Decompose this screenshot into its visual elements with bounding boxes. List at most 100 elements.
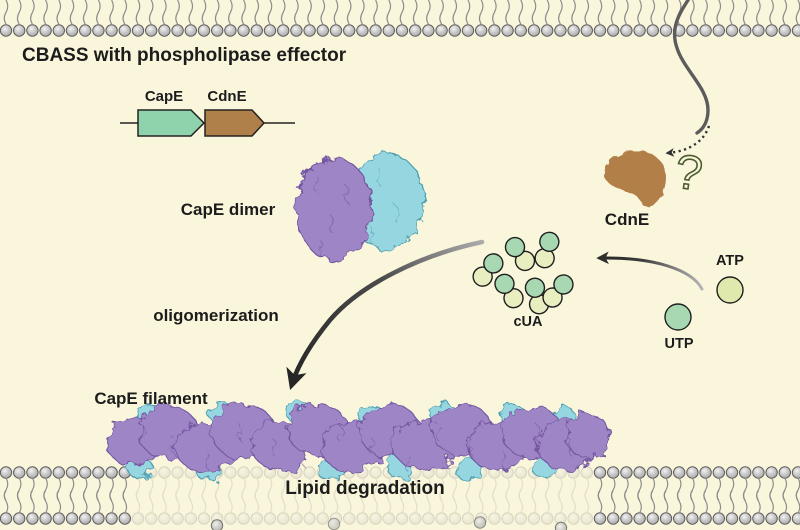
lipid-head — [369, 24, 382, 37]
lipid-head — [237, 24, 250, 37]
lipid-pair — [659, 466, 673, 525]
cdne-gene-arrow — [204, 109, 266, 137]
lipid-head — [633, 512, 646, 525]
lipid-head — [13, 512, 26, 525]
lipid-head — [699, 24, 712, 37]
degraded-lipid-heads — [210, 516, 568, 530]
lipid-tail — [373, 0, 378, 25]
lipid-head — [0, 512, 13, 525]
lipid-tail — [162, 0, 167, 25]
lipid-head — [79, 24, 92, 37]
lipid-head — [65, 466, 79, 479]
lipid-head — [26, 512, 39, 525]
lipid-head — [607, 24, 620, 37]
lipid-tail — [96, 0, 101, 25]
cua-dimer — [542, 274, 574, 308]
lipid-tail — [544, 490, 550, 514]
lipid-head — [501, 24, 514, 37]
lipid-pair — [39, 466, 52, 525]
lipid-pair — [725, 466, 739, 525]
lipid-pair — [65, 466, 79, 525]
lipid-head — [435, 24, 448, 37]
lipid-tail — [571, 0, 576, 25]
loose-lipid-head — [210, 519, 224, 530]
lipid-head — [448, 512, 461, 525]
lipid-head — [739, 24, 752, 37]
lipid-pair — [435, 466, 448, 525]
lipid-tail — [360, 0, 365, 25]
lipid-tail — [795, 490, 800, 514]
lipid-tail — [373, 477, 378, 501]
lipid-head — [791, 24, 800, 37]
lipid-pair — [765, 466, 778, 525]
filament-purple-subunit — [565, 413, 611, 459]
lipid-tail — [742, 0, 748, 25]
lipid-tail — [82, 490, 88, 514]
lipid-head — [26, 24, 39, 37]
lipid-tail — [399, 490, 405, 514]
atp-label: ATP — [716, 253, 744, 269]
cua-amp-circle — [539, 231, 560, 253]
lipid-tail — [544, 477, 550, 501]
lipid-tail — [676, 490, 682, 514]
lipid-head — [659, 466, 673, 479]
lipid-head — [527, 512, 541, 525]
lipid-tail — [188, 490, 194, 514]
lipid-head — [0, 466, 13, 479]
lipid-tail — [360, 490, 365, 514]
lipid-tail — [399, 0, 405, 25]
lipid-head — [356, 512, 369, 525]
lipid-tail — [122, 0, 128, 25]
lipid-tail — [162, 477, 167, 501]
figure-title: CBASS with phospholipase effector — [22, 45, 347, 66]
lipid-head — [277, 512, 290, 525]
cua-dimer — [504, 236, 536, 272]
lipid-tail — [426, 490, 431, 514]
lipid-tail — [742, 490, 748, 514]
lipid-tail — [650, 0, 656, 25]
lipid-tail — [280, 490, 286, 514]
lipid-head — [65, 24, 79, 37]
lipid-tail — [346, 0, 352, 25]
lipid-pair — [0, 466, 13, 525]
lipid-tail — [531, 490, 537, 514]
lipid-tail — [610, 490, 616, 514]
lipid-head — [620, 24, 633, 37]
lipid-tail — [492, 477, 497, 501]
lipid-tail — [465, 477, 471, 501]
lipid-head — [633, 24, 646, 37]
lipid-pair — [171, 466, 184, 525]
lipid-tail — [214, 477, 220, 501]
lipid-head — [422, 512, 435, 525]
lipid-head — [237, 512, 250, 525]
gene-map — [120, 109, 295, 137]
lipid-tail — [439, 0, 444, 25]
lipid-tail — [478, 0, 484, 25]
lipid-tail — [175, 0, 180, 25]
surface-texture — [370, 227, 376, 247]
lipid-head — [92, 24, 105, 37]
lipid-tail — [188, 0, 194, 25]
lipid-head — [659, 512, 673, 525]
lipid-head — [607, 512, 620, 525]
lipid-tail — [637, 490, 642, 514]
lipid-head — [197, 24, 211, 37]
lipid-head — [765, 466, 778, 479]
lipid-tail — [241, 477, 246, 501]
oligomerization-arrow — [286, 239, 485, 391]
loose-lipid-head — [473, 516, 487, 529]
lipid-tail — [228, 490, 233, 514]
lipid-tail — [426, 0, 431, 25]
lipid-tail — [597, 0, 603, 25]
lipid-head — [686, 24, 699, 37]
lipid-tail — [333, 0, 339, 25]
lipid-tail — [162, 490, 167, 514]
surface-texture — [567, 437, 573, 457]
lipid-head — [224, 24, 237, 37]
lipid-head — [673, 466, 686, 479]
lipid-pair — [356, 466, 369, 525]
lipid-head — [303, 24, 316, 37]
lipid-tail — [16, 490, 22, 514]
lipid-pair — [184, 466, 198, 525]
cua-molecule-cluster — [472, 231, 574, 315]
